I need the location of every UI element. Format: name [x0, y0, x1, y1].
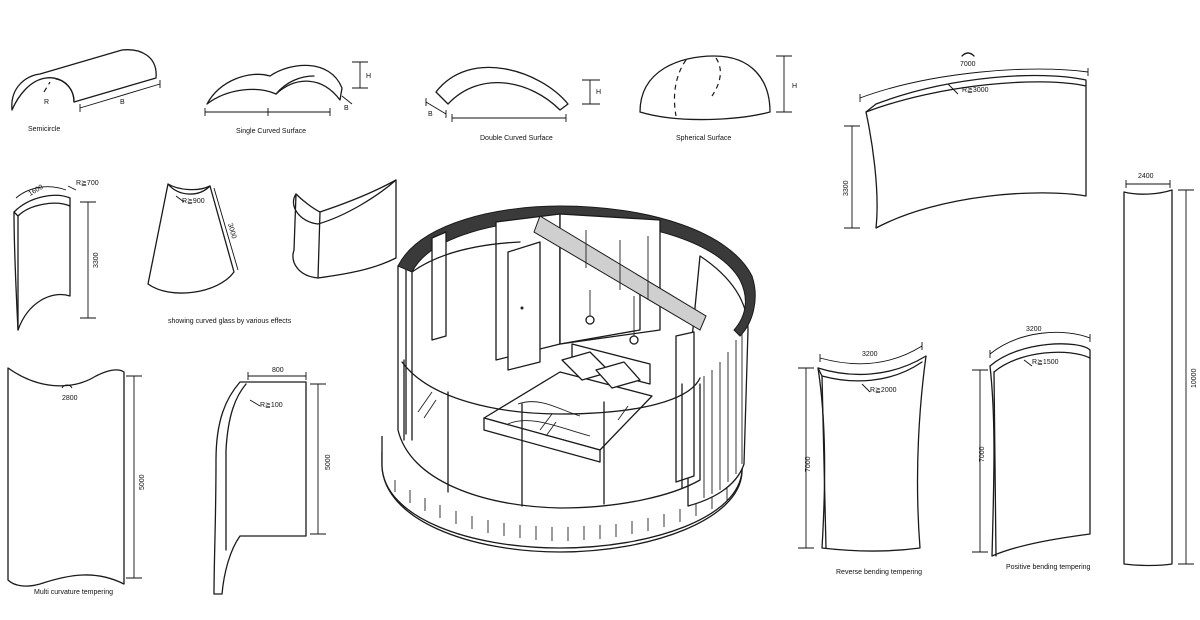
- wide-panel-radius: R≧3000: [962, 87, 989, 94]
- cone-shape: R≧900 3000: [147, 183, 239, 294]
- reverse-bending-shape: 3200 R≧2000 7000 Reverse bending temperi…: [798, 342, 927, 576]
- semicircle-caption: Semicircle: [28, 126, 60, 133]
- tall-width: 2400: [1138, 173, 1154, 180]
- positive-height: 7000: [979, 446, 986, 462]
- spherical-h-label: H: [792, 83, 797, 90]
- semicircle-b-label: B: [120, 99, 125, 106]
- positive-arc: 3200: [1026, 326, 1042, 333]
- bedroom-pod-illustration: [381, 205, 756, 553]
- reverse-arc: 3200: [862, 351, 878, 358]
- wide-panel-arc: 7000: [960, 61, 976, 68]
- wall-cladding-lines: [703, 326, 743, 498]
- multi-curvature-shape: 2800 5000 Multi curvature tempering: [7, 367, 146, 596]
- reverse-radius: R≧2000: [870, 387, 897, 394]
- single-curved-h-label: H: [366, 73, 371, 80]
- wide-panel-shape: 7000 R≧3000 3300: [843, 52, 1089, 229]
- positive-bending-shape: 3200 R≧1500 7000 Positive bending temper…: [972, 326, 1091, 571]
- double-curved-shape: H B Double Curved Surface: [425, 66, 601, 142]
- wide-panel-height: 3300: [843, 180, 850, 196]
- double-curved-h-label: H: [596, 89, 601, 96]
- multi-caption: Multi curvature tempering: [34, 589, 113, 596]
- reverse-caption: Reverse bending tempering: [836, 569, 922, 576]
- cone-radius: R≧900: [182, 198, 205, 205]
- effects-caption: showing curved glass by various effects: [168, 318, 292, 325]
- bend-width: 800: [272, 367, 284, 374]
- semicircle-shape: R B Semicircle: [11, 49, 161, 133]
- arc-panel-height: 3300: [93, 252, 100, 268]
- double-curved-caption: Double Curved Surface: [480, 135, 553, 142]
- base-ring-ribs: [394, 480, 728, 541]
- tall-panel-shape: 2400 10000: [1123, 173, 1198, 567]
- multi-width: 2800: [62, 395, 78, 402]
- arc-panel-shape: 1600 R≧700 3300: [13, 180, 100, 331]
- multi-height: 5000: [139, 474, 146, 490]
- semicircle-r-label: R: [44, 99, 49, 106]
- positive-radius: R≧1500: [1032, 359, 1059, 366]
- bend-radius: R≧100: [260, 402, 283, 409]
- reverse-height: 7000: [805, 456, 812, 472]
- s-wave-panel-shape: [292, 179, 397, 279]
- positive-caption: Positive bending tempering: [1006, 564, 1091, 571]
- cone-height: 3000: [226, 223, 237, 240]
- double-curved-b-label: B: [428, 111, 433, 118]
- spherical-caption: Spherical Surface: [676, 135, 731, 142]
- bend-height: 5000: [325, 454, 332, 470]
- arc-panel-radius: R≧700: [76, 180, 99, 187]
- bend-panel-shape: 800 R≧100 5000: [213, 367, 332, 595]
- single-curved-b-label: B: [344, 105, 349, 112]
- single-curved-caption: Single Curved Surface: [236, 128, 306, 135]
- tall-height: 10000: [1191, 368, 1198, 388]
- arc-panel-arc: 1600: [28, 184, 45, 198]
- single-curved-shape: H B Single Curved Surface: [204, 61, 371, 135]
- spherical-shape: H Spherical Surface: [639, 55, 797, 142]
